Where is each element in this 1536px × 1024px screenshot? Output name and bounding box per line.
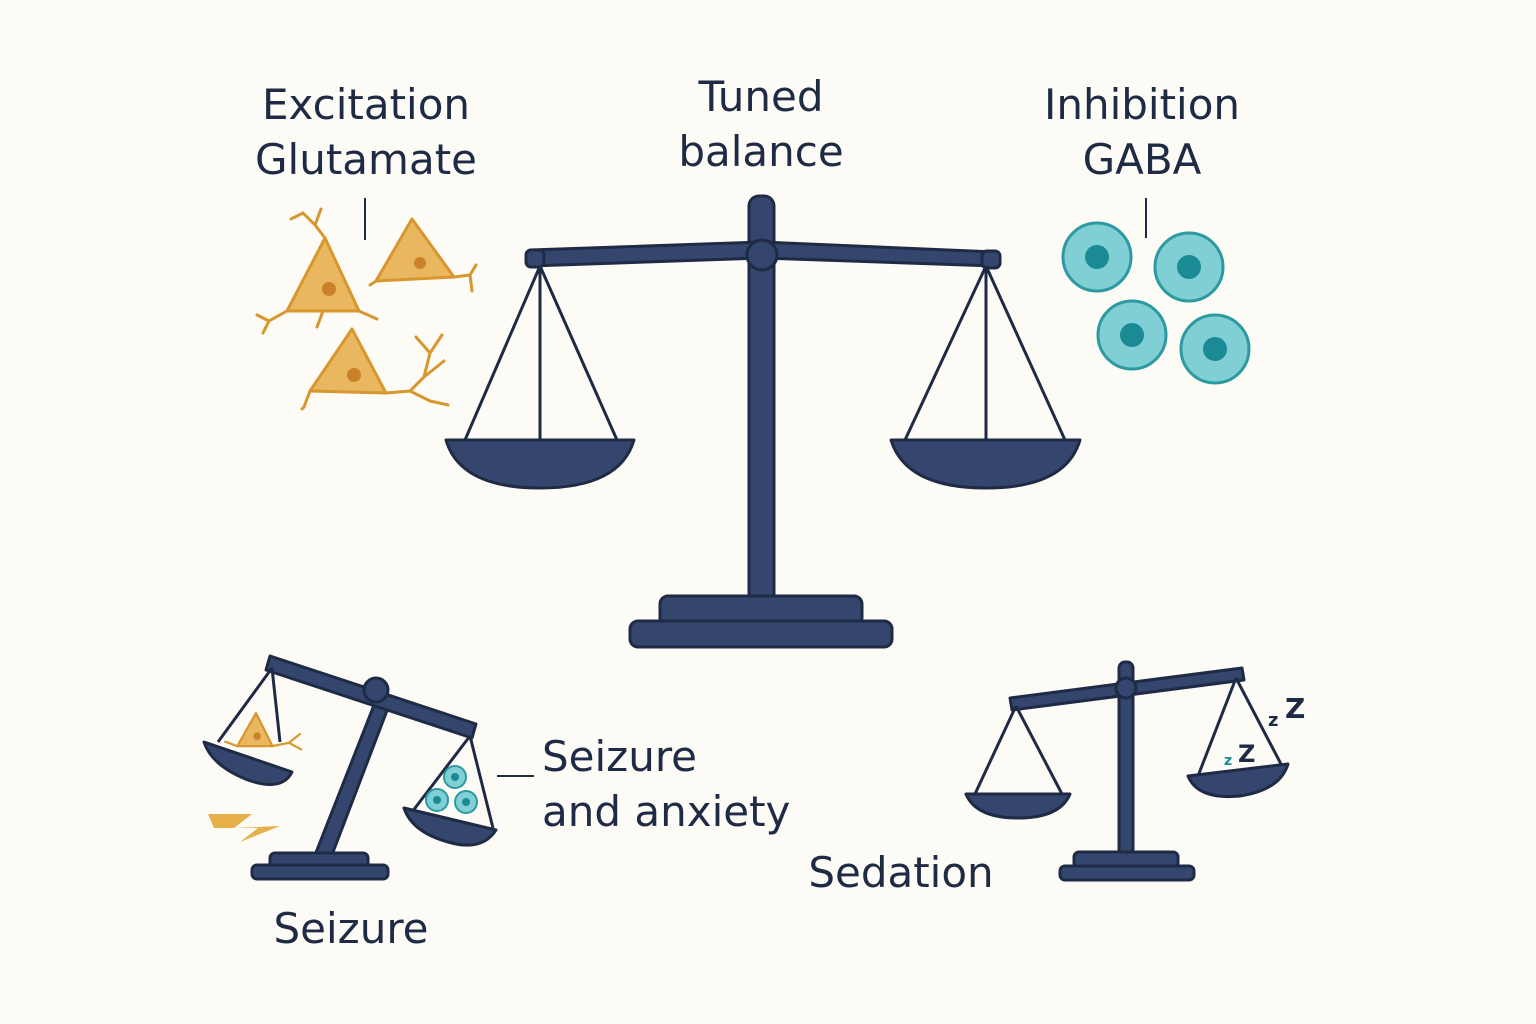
svg-text:Z: Z [1238,740,1255,768]
sleep-icon: z Z z Z [1224,692,1305,769]
excitation-transmitter: Glutamate [255,134,477,184]
seizure-anxiety-label: Seizure and anxiety [542,730,790,839]
excitation-label: Excitation Glutamate [250,78,482,187]
seizure-anxiety-line1: Seizure [542,732,698,781]
inhibitory-cells-icon [1061,198,1251,385]
sedation-label: Sedation [796,846,1006,901]
excitatory-neurons-icon [255,198,478,411]
excitation-title: Excitation [261,80,471,129]
center-label: Tuned balance [656,70,866,179]
svg-text:z: z [1268,710,1278,731]
lightning-icon [208,814,280,842]
svg-text:Z: Z [1285,692,1305,725]
svg-text:z: z [1224,753,1232,769]
center-line1: Tuned [698,72,824,121]
inhibition-transmitter: GABA [1082,134,1202,184]
seizure-label: Seizure [260,902,442,957]
sedation-text: Sedation [808,848,994,897]
inhibition-label: Inhibition GABA [1030,78,1254,187]
main-balance-scale-icon [444,194,1082,649]
seizure-scale-icon [202,654,498,881]
seizure-anxiety-line2: and anxiety [542,786,791,836]
center-line2: balance [678,126,844,176]
inhibition-title: Inhibition [1043,80,1241,129]
seizure-text: Seizure [273,904,429,953]
sedation-scale-icon [964,660,1290,882]
